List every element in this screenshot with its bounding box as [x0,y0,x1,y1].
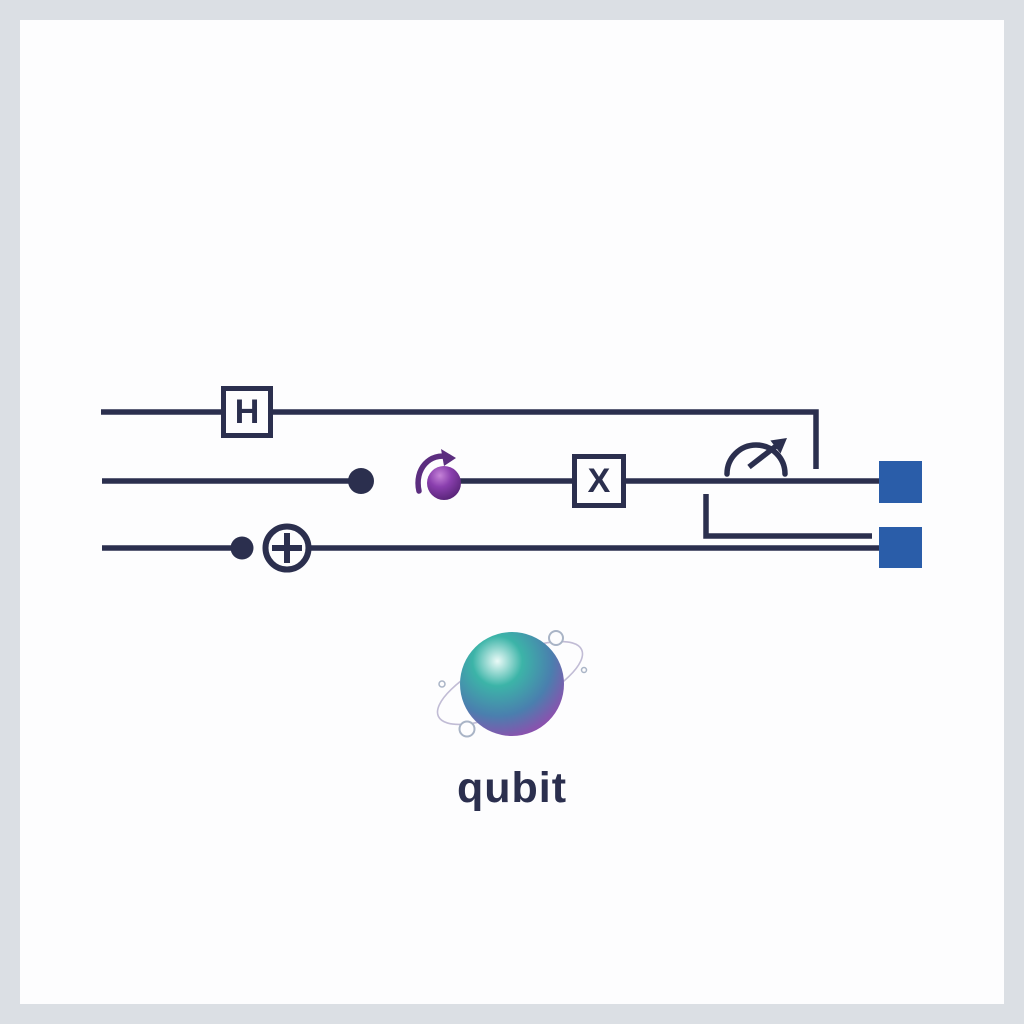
bloch-sphere-icon [436,630,588,738]
classical-bit-icon [879,527,922,568]
orbit-node-icon [438,680,446,688]
qubit-wire-top [101,409,819,469]
qubit-caption: qubit [456,764,568,812]
orbit-node-icon [548,630,564,646]
rotation-arrow-icon [415,449,456,494]
orbit-node-icon [580,666,588,674]
sphere-body [460,632,564,736]
measurement-icon [724,438,788,477]
orbit-node-icon [458,720,476,738]
classical-wire-bracket [703,494,872,539]
cnot-target-icon [262,523,312,573]
classical-bit-icon [879,461,922,503]
pauli-x-gate: X [572,454,626,508]
qubit-ball-icon [427,466,461,500]
control-dot-icon [230,536,254,560]
hadamard-gate: H [221,386,273,438]
illustration-canvas [20,20,1004,1004]
control-dot-icon [348,468,374,494]
